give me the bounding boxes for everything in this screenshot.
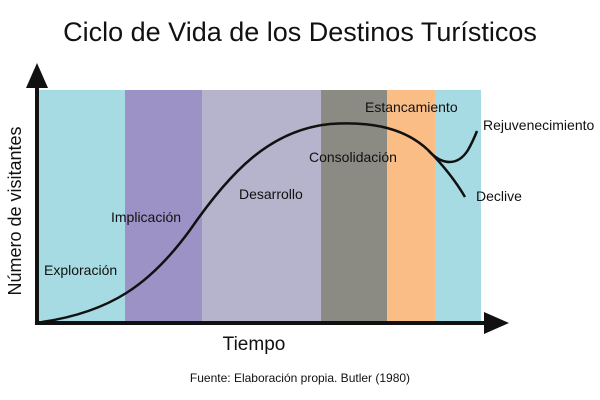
y-axis-arrow: [26, 63, 48, 88]
band-implicacion: [125, 90, 202, 323]
x-axis-label: Tiempo: [222, 334, 286, 355]
band-estancamiento: [387, 90, 435, 323]
y-axis-label: Número de visitantes: [5, 126, 25, 296]
growth-curve: [41, 122, 429, 324]
source-caption: Fuente: Elaboración propia. Butler (1980…: [189, 371, 411, 385]
band-desarrollo: [202, 90, 321, 323]
label-estancamiento: Estancamiento: [365, 99, 458, 115]
label-implicacion: Implicación: [111, 209, 181, 225]
x-axis-arrow: [484, 312, 509, 334]
curve-branch-declive: [427, 149, 467, 198]
band-consolidacion: [321, 90, 387, 323]
label-desarrollo: Desarrollo: [239, 186, 303, 202]
curve-branch-rejuvenecimiento: [427, 130, 479, 164]
label-exploracion: Exploración: [44, 262, 117, 278]
band-final: [435, 90, 481, 323]
label-rejuvenecimiento: Rejuvenecimiento: [483, 117, 594, 133]
label-declive: Declive: [476, 188, 522, 204]
band-exploracion: [38, 90, 125, 323]
label-consolidacion: Consolidación: [309, 149, 397, 165]
diagram-title: Ciclo de Vida de los Destinos Turísticos: [63, 17, 537, 47]
